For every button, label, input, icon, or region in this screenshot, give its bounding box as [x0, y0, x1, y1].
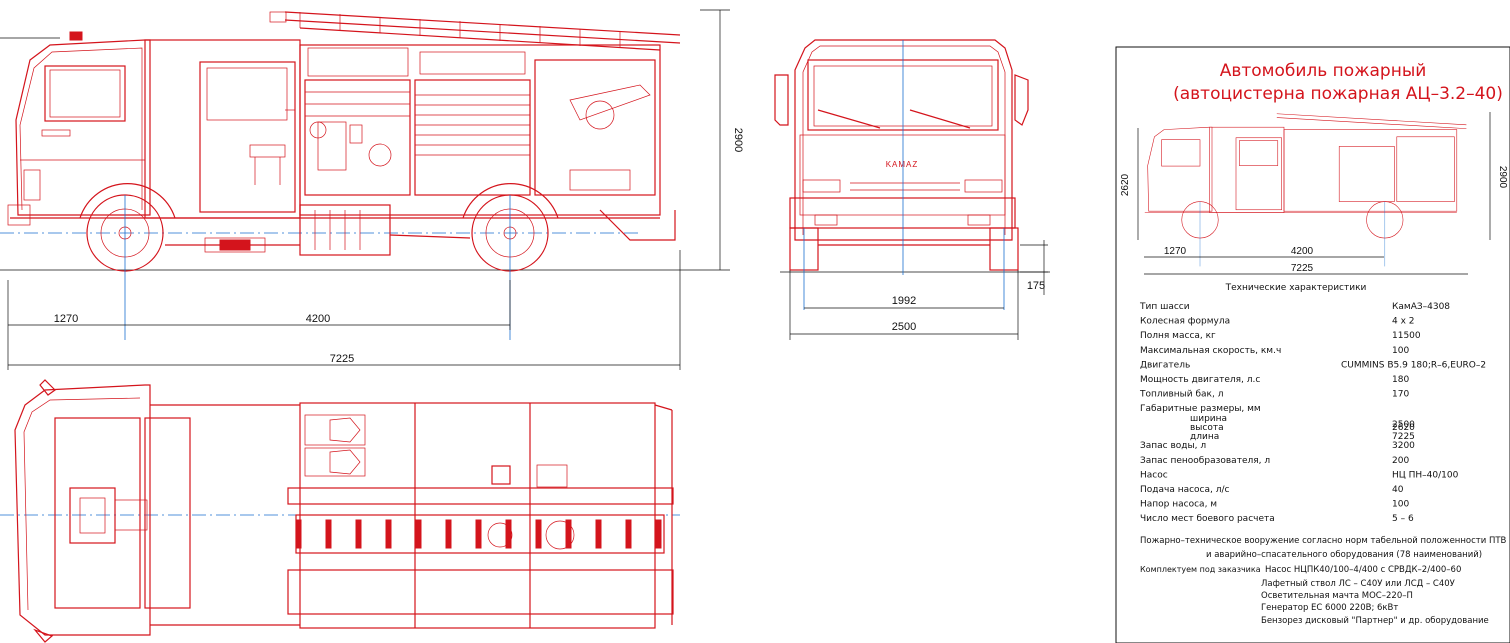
spec-value: 2620 — [1392, 423, 1415, 433]
spec-heading: Технические характеристики — [1225, 283, 1367, 293]
spec-label: Напор насоса, м — [1140, 500, 1217, 510]
dim-front-overhang: 1270 — [54, 313, 78, 325]
dim-wheelbase: 4200 — [306, 313, 330, 325]
top-view — [0, 379, 680, 643]
options-label: Комплектуем под заказчика — [1140, 565, 1261, 574]
title: Автомобиль пожарный — [1220, 61, 1427, 81]
spec-value: НЦ ПН–40/100 — [1392, 470, 1459, 480]
spec-label: высота — [1190, 423, 1224, 433]
spec-value: 11500 — [1392, 331, 1421, 341]
mini-dim-wheelbase: 4200 — [1291, 246, 1314, 257]
pump-box — [299, 204, 391, 256]
spec-label: Число мест боевого расчета — [1140, 514, 1275, 524]
body-tank — [299, 44, 661, 216]
spec-value: 100 — [1392, 500, 1409, 510]
spec-label: ширина — [1190, 414, 1227, 424]
spec-label: Запас пенообразователя, л — [1140, 456, 1270, 466]
mini-dim-height-left: 2620 — [1120, 173, 1131, 196]
front-view: KAMAZ 1992 2500 175 — [774, 39, 1050, 340]
spec-value: 100 — [1392, 346, 1409, 356]
spec-value: 4 х 2 — [1392, 317, 1415, 327]
spec-label: длина — [1190, 432, 1219, 442]
cab-window — [44, 65, 126, 122]
spec-label: Габаритные размеры, мм — [1140, 404, 1261, 414]
shutter-lines — [305, 91, 530, 156]
spec-label: Запас воды, л — [1140, 441, 1206, 451]
equipment-line-1: Пожарно–техническое вооружение согласно … — [1140, 536, 1507, 546]
spec-label: Полня масса, кг — [1140, 331, 1216, 341]
spec-label: Мощность двигателя, л.с — [1140, 375, 1260, 385]
dim-width: 2500 — [892, 321, 916, 333]
mini-truck — [1144, 113, 1467, 267]
subtitle: (автоцистерна пожарная АЦ–3.2–40) — [1173, 84, 1503, 104]
title-block: Автомобиль пожарный (автоцистерна пожарн… — [1115, 46, 1510, 643]
cab-outline — [15, 39, 151, 216]
mini-dim-overhang: 1270 — [1164, 246, 1187, 257]
spec-label: Насос — [1140, 470, 1168, 480]
option-item: Генератор ЕС 6000 220В; 6кВт — [1261, 603, 1398, 613]
spec-label: Двигатель — [1140, 360, 1190, 370]
top-cab — [14, 384, 151, 636]
spec-label: Максимальная скорость, км.ч — [1140, 346, 1281, 356]
spec-label: Топливный бак, л — [1139, 390, 1223, 400]
spec-value: 170 — [1392, 390, 1409, 400]
spec-value: 3200 — [1392, 441, 1415, 451]
spec-value: 5 – 6 — [1392, 514, 1414, 524]
equipment-line-2: и аварийно–спасательного оборудования (7… — [1206, 550, 1482, 560]
spec-value: 40 — [1392, 485, 1404, 495]
crew-cab — [144, 39, 301, 219]
spec-label: Тип шасси — [1139, 302, 1190, 312]
spec-value: 180 — [1392, 375, 1409, 385]
option-item: Бензорез дисковый "Партнер" и др. оборуд… — [1261, 616, 1489, 626]
title-frame — [1115, 46, 1510, 643]
spec-value: 7225 — [1392, 432, 1415, 442]
mini-dim-length: 7225 — [1291, 263, 1314, 274]
top-ladder — [295, 514, 665, 554]
dim-track: 1992 — [892, 295, 916, 307]
spec-label: Колесная формула — [1140, 317, 1230, 327]
side-view: 2900 1270 4200 7225 — [0, 9, 744, 370]
front-cab — [794, 39, 1013, 241]
option-item: Насос НЦПК40/100–4/400 с СРВДК–2/400–60 — [1265, 565, 1461, 575]
spec-label: Подача насоса, л/с — [1140, 485, 1230, 495]
spec-value: КамАЗ–4308 — [1392, 302, 1450, 312]
dim-height: 2900 — [732, 128, 744, 152]
dim-clearance: 175 — [1027, 280, 1045, 292]
kamaz-badge: KAMAZ — [886, 160, 919, 169]
spec-value: 200 — [1392, 456, 1409, 466]
spec-value: CUMMINS B5.9 180;R–6,EURO–2 — [1341, 360, 1486, 370]
mini-dim-height-right: 2900 — [1497, 166, 1508, 189]
dim-length: 7225 — [330, 353, 354, 365]
option-item: Осветительная мачта МОС–220–П — [1261, 591, 1413, 601]
spec-value: 2500 — [1392, 420, 1415, 430]
roof-ladder — [269, 11, 681, 51]
option-item: Лафетный ствол ЛС – С40У или ЛСД – С40У — [1261, 579, 1456, 589]
